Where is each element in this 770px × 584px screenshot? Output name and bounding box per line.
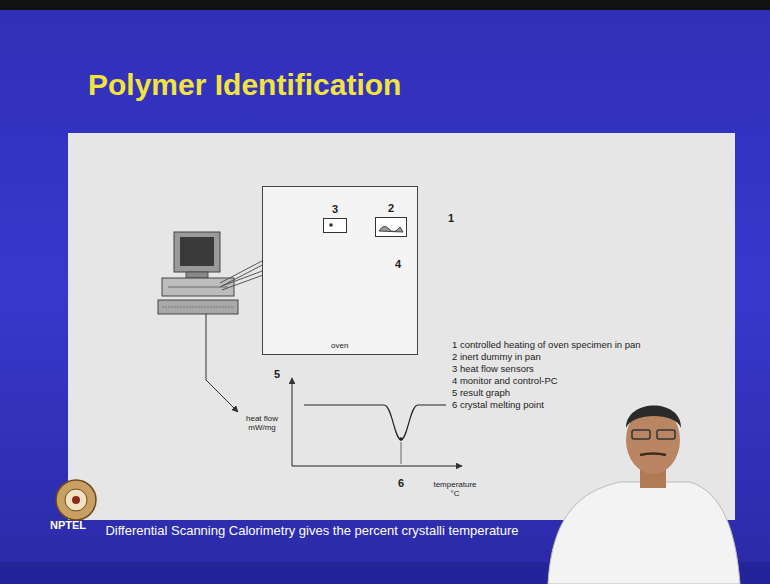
callout-number: 3 [332, 203, 338, 216]
legend-note: 4 monitor and control-PC [452, 376, 558, 387]
figure-panel [68, 133, 735, 520]
nptel-logo [56, 480, 96, 520]
legend-note: 6 crystal melting point [452, 400, 544, 411]
logo-text: NPTEL [50, 519, 86, 532]
callout-number: 1 [448, 212, 454, 225]
axis-label: heat flow mW/mg [240, 414, 284, 432]
callout-number: 6 [398, 477, 404, 490]
callout-number: 2 [388, 202, 394, 215]
presenter [548, 406, 740, 584]
legend-note: 3 heat flow sensors [452, 364, 534, 375]
callout-number: 4 [395, 258, 401, 271]
output-arrow [206, 314, 238, 412]
result-graph [292, 378, 462, 466]
legend-note: 2 inert dummy in pan [452, 352, 541, 363]
pan-sample [376, 218, 406, 236]
axis-label: temperature °C [428, 480, 482, 498]
sensor-mark [324, 219, 346, 232]
legend-note: 5 result graph [452, 388, 510, 399]
computer-icon [158, 232, 238, 314]
oven-box: oven 3 2 [262, 186, 418, 355]
slide-caption: Differential Scanning Calorimetry gives … [92, 524, 532, 539]
box-label: oven [331, 341, 348, 350]
slide-title: Polymer Identification [88, 68, 401, 103]
top-band [0, 0, 770, 10]
legend-note: 1 controlled heating of oven specimen in… [452, 340, 641, 351]
dummy-pan-box: 2 [375, 217, 407, 237]
sensor-box: 3 [323, 218, 347, 233]
callout-number: 5 [274, 368, 280, 381]
